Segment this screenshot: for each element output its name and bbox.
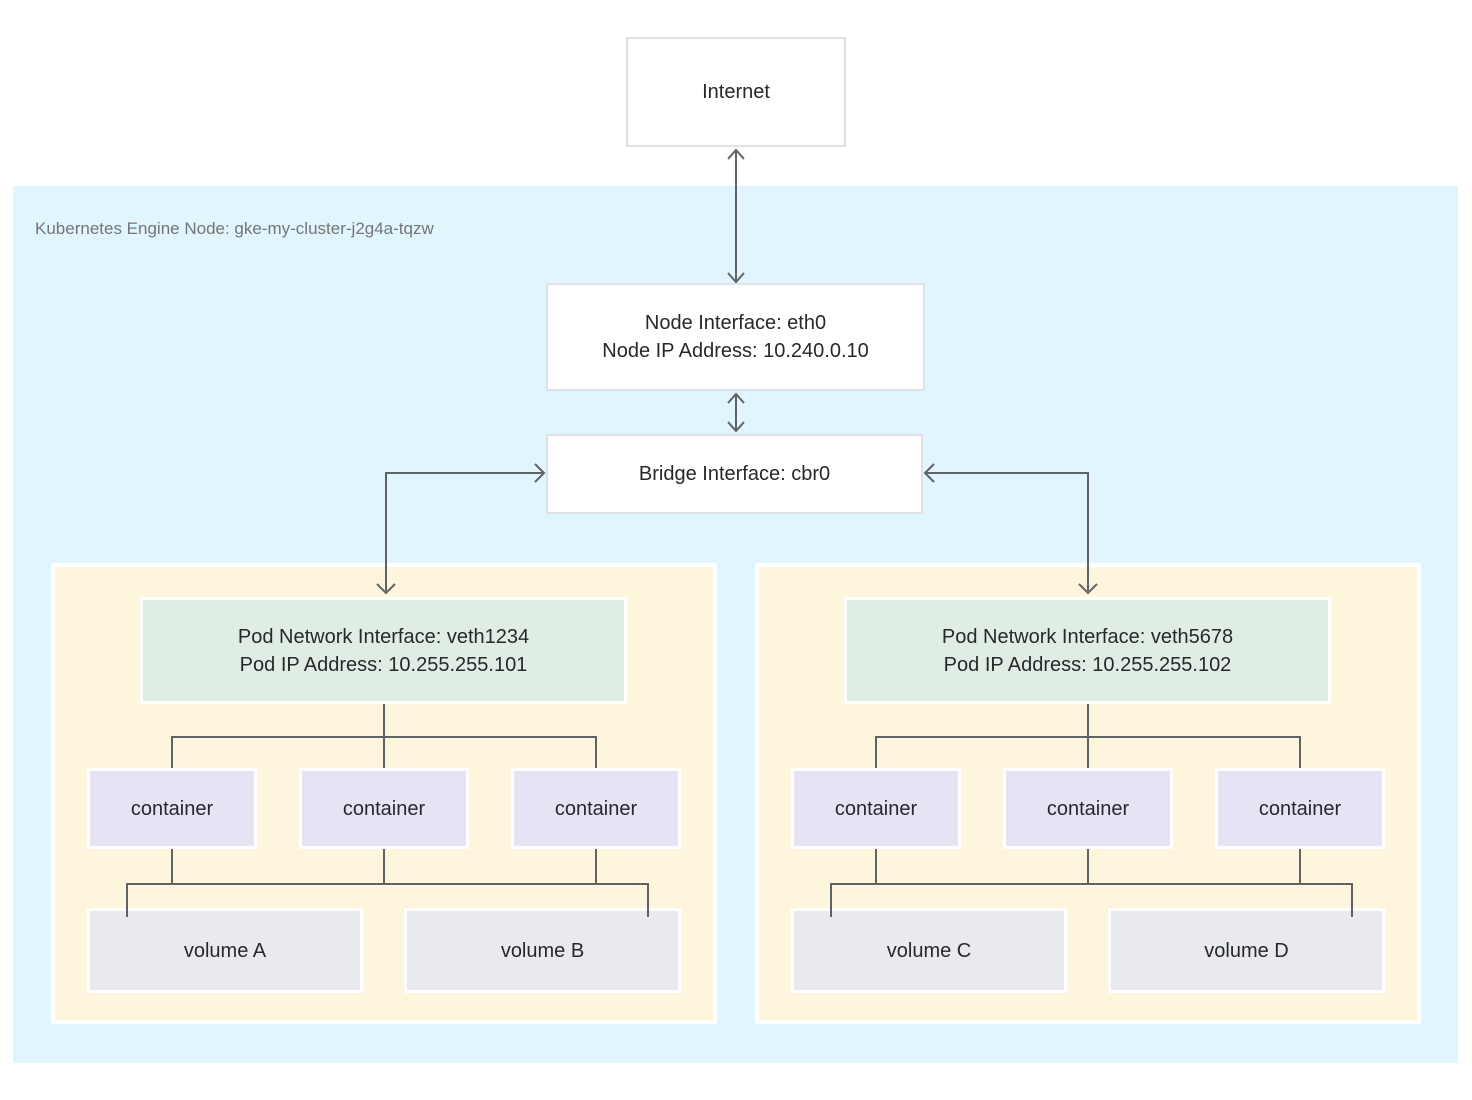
bridge-interface-box: Bridge Interface: cbr0 bbox=[546, 434, 923, 514]
pod-1-container-3: container bbox=[511, 768, 681, 849]
node-interface-line1: Node Interface: eth0 bbox=[644, 312, 827, 334]
pod-2-volume-2: volume D bbox=[1108, 908, 1385, 993]
node-interface-box: Node Interface: eth0 Node IP Address: 10… bbox=[546, 283, 925, 391]
kubernetes-engine-node-label: Kubernetes Engine Node: gke-my-cluster-j… bbox=[35, 219, 434, 238]
node-ip-address-line2: Node IP Address: 10.240.0.10 bbox=[602, 340, 869, 362]
pod-1-volume-2: volume B bbox=[404, 908, 681, 993]
pod-2-container-1: container bbox=[791, 768, 961, 849]
pod-1-ip-address-line2: Pod IP Address: 10.255.255.101 bbox=[239, 653, 528, 676]
pod-2-ip-address-line2: Pod IP Address: 10.255.255.102 bbox=[943, 653, 1232, 676]
pod-1-container-2: container bbox=[299, 768, 469, 849]
pod-2-volume-1: volume C bbox=[791, 908, 1067, 993]
pod-1-container-1: container bbox=[87, 768, 257, 849]
pod-2: Pod Network Interface: veth5678 Pod IP A… bbox=[755, 563, 1421, 1024]
pod-2-network-interface-line1: Pod Network Interface: veth5678 bbox=[941, 625, 1234, 648]
internet-box: Internet bbox=[626, 37, 846, 147]
pod-1: Pod Network Interface: veth1234 Pod IP A… bbox=[51, 563, 717, 1024]
pod-2-container-2: container bbox=[1003, 768, 1173, 849]
pod-1-network-interface-box: Pod Network Interface: veth1234 Pod IP A… bbox=[140, 597, 627, 704]
pod-1-volume-1: volume A bbox=[87, 908, 363, 993]
pod-1-network-interface-line1: Pod Network Interface: veth1234 bbox=[237, 625, 530, 648]
pod-2-network-interface-box: Pod Network Interface: veth5678 Pod IP A… bbox=[844, 597, 1331, 704]
bridge-interface-label: Bridge Interface: cbr0 bbox=[638, 463, 831, 485]
pod-2-container-3: container bbox=[1215, 768, 1385, 849]
internet-label: Internet bbox=[702, 81, 770, 103]
